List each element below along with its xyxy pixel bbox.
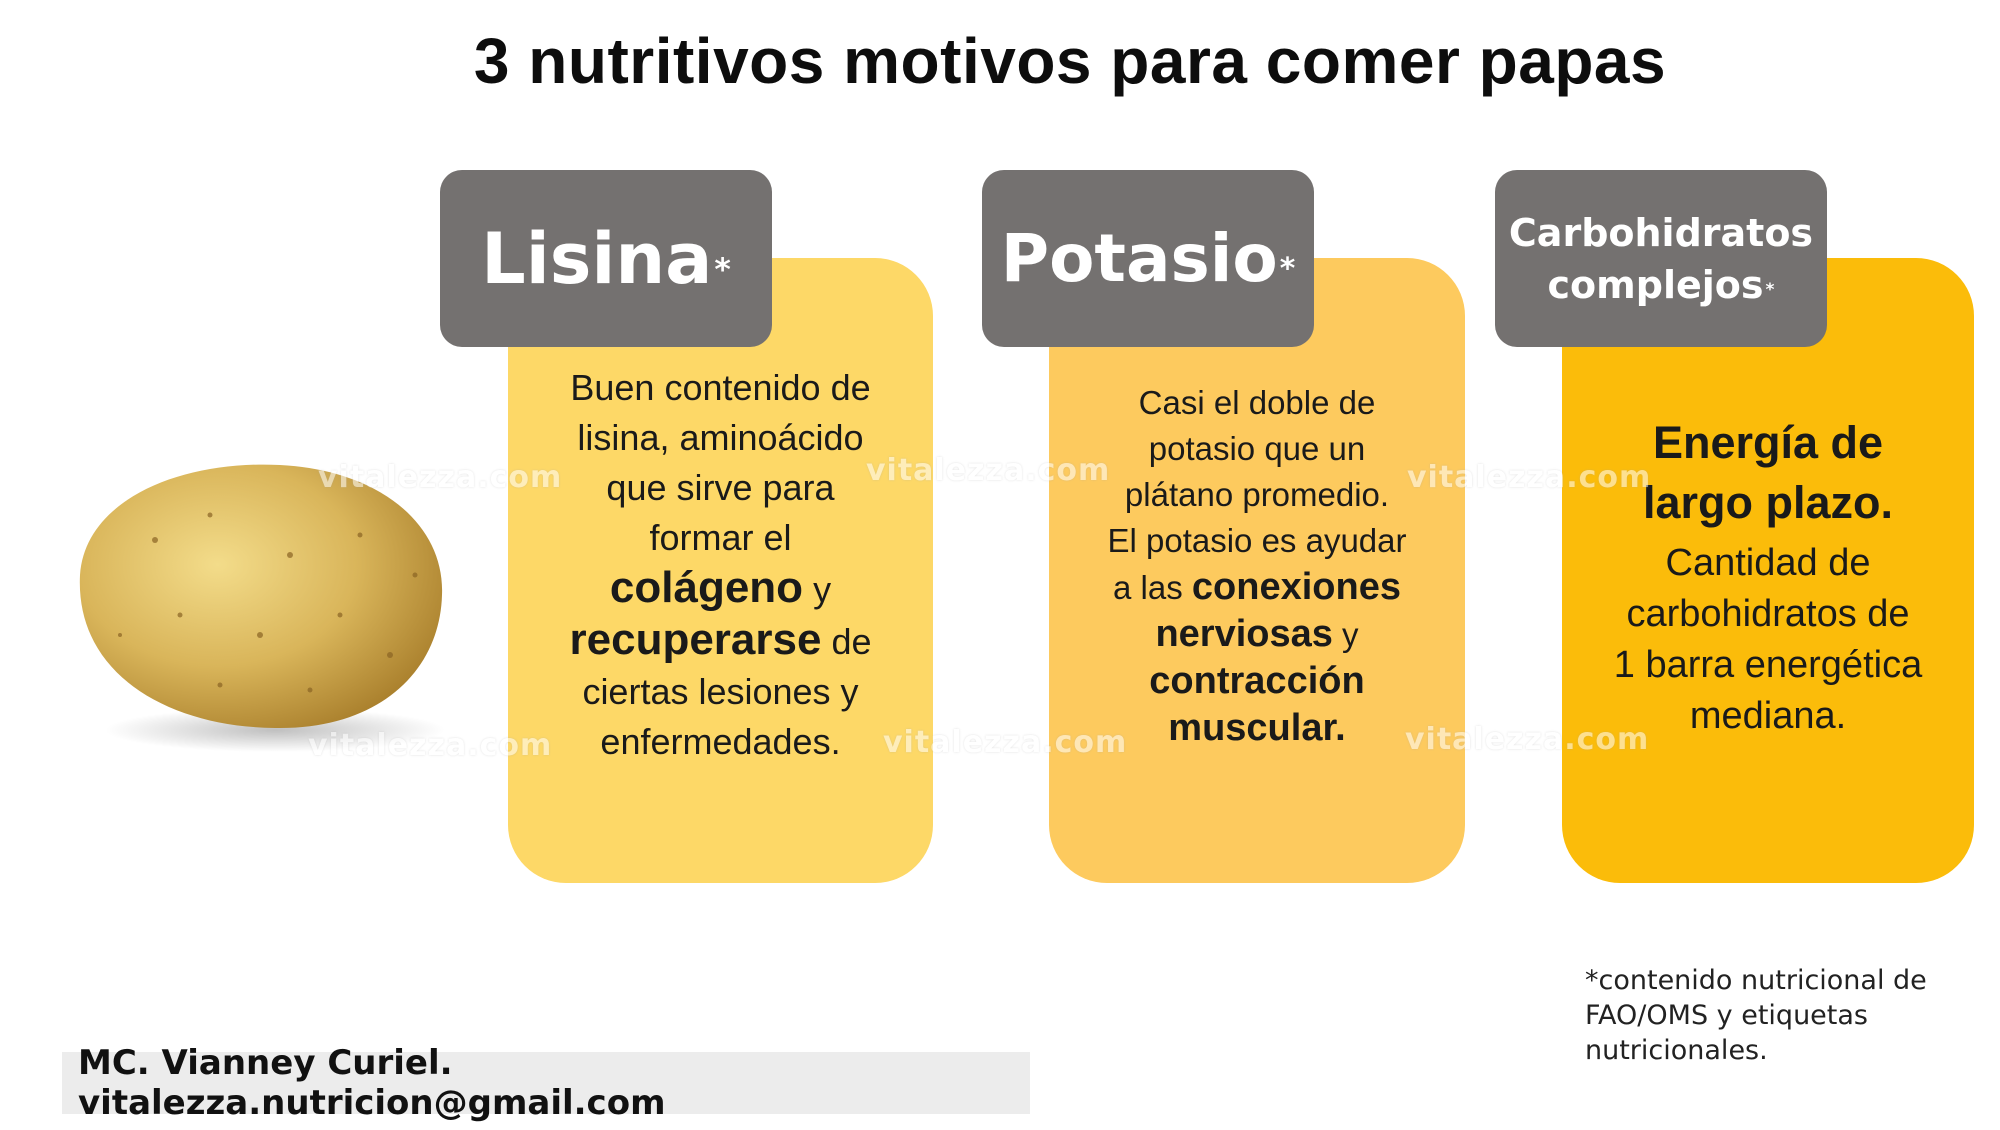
text-run: potasio que un (1148, 430, 1366, 467)
tab-potasio-mark: * (1279, 251, 1296, 287)
text-line: Cantidad de (1562, 538, 1974, 589)
text-line: mediana. (1562, 691, 1974, 742)
potato-image (79, 464, 445, 752)
card-lisina-text: Buen contenido de lisina, aminoácido que s… (508, 363, 933, 767)
text-line: 1 barra energética (1562, 640, 1974, 691)
card-carbohidratos-text: Cantidad de carbohidratos de 1 barra energ… (1562, 538, 1974, 742)
text-line: potasio que un (1049, 426, 1465, 472)
bold-run: nerviosas (1155, 613, 1333, 655)
tab-lisina-mark: * (714, 251, 731, 288)
text-run: 1 barra energética (1613, 644, 1923, 686)
watermark: vitalezza.com (1407, 460, 1652, 495)
text-line: Buen contenido de (508, 363, 933, 413)
card-potasio: Casi el doble de potasio que un plátano pr… (1049, 258, 1465, 883)
text-line: contracción (1049, 658, 1465, 705)
bold-run: muscular. (1168, 707, 1346, 749)
text-line: a las conexiones (1049, 564, 1465, 611)
bold-run: colágeno (609, 563, 804, 612)
text-run: formar el (649, 517, 792, 558)
bold-run: conexiones (1191, 566, 1401, 608)
card-carbohidratos-heading-line2: largo plazo. (1642, 477, 1894, 528)
text-run: que sirve para (606, 467, 835, 508)
card-lisina: Buen contenido de lisina, aminoácido que s… (508, 258, 933, 883)
page-title: 3 nutritivos motivos para comer papas (473, 25, 1667, 97)
tab-carbohidratos-label: complejos (1547, 262, 1764, 307)
text-run: de (821, 621, 872, 662)
text-line: El potasio es ayudar (1049, 518, 1465, 564)
text-run: Cantidad de (1665, 542, 1871, 584)
text-run: lisina, aminoácido (577, 417, 864, 458)
text-run: El potasio es ayudar (1107, 522, 1407, 559)
tab-carbohidratos-line2: complejos* (1548, 259, 1775, 311)
text-line: que sirve para (508, 463, 933, 513)
text-run: plátano promedio. (1124, 476, 1390, 513)
tab-carbohidratos-line1: Carbohidratos (1508, 210, 1814, 255)
text-line: plátano promedio. (1049, 472, 1465, 518)
card-carbohidratos-heading-line1: Energía de (1652, 417, 1884, 468)
text-line: ciertas lesiones y (508, 667, 933, 717)
text-line: muscular. (1049, 705, 1465, 752)
tab-potasio: Potasio* (982, 170, 1314, 347)
tab-potasio-label: Potasio (1000, 220, 1278, 297)
text-line: colágeno y (508, 563, 933, 615)
text-line: enfermedades. (508, 717, 933, 767)
tab-lisina-label: Lisina (481, 217, 713, 300)
watermark: vitalezza.com (883, 725, 1128, 760)
text-line: carbohidratos de (1562, 589, 1974, 640)
text-run: carbohidratos de (1626, 593, 1910, 635)
watermark: vitalezza.com (866, 453, 1111, 488)
watermark: vitalezza.com (318, 460, 563, 495)
footnote: *contenido nutricional de FAO/OMS y etiq… (1585, 965, 1927, 1066)
card-carbohidratos-heading: Energía de largo plazo. (1562, 413, 1974, 533)
watermark: vitalezza.com (308, 728, 553, 763)
bold-run: recuperarse (569, 615, 822, 664)
text-run: ciertas lesiones y (582, 671, 859, 712)
text-run: a las (1113, 569, 1192, 606)
text-line: Casi el doble de (1049, 380, 1465, 426)
text-line: recuperarse de (508, 615, 933, 667)
watermark: vitalezza.com (1405, 722, 1650, 757)
author-credit: MC. Vianney Curiel. vitalezza.nutricion@… (62, 1043, 1030, 1123)
text-line: lisina, aminoácido (508, 413, 933, 463)
text-line: nerviosas y (1049, 611, 1465, 658)
text-run: enfermedades. (600, 721, 841, 762)
tab-lisina: Lisina* (440, 170, 772, 347)
text-run: mediana. (1689, 695, 1847, 737)
card-potasio-text: Casi el doble de potasio que un plátano pr… (1049, 380, 1465, 752)
text-line: formar el (508, 513, 933, 563)
text-run: y (803, 569, 832, 610)
bold-run: contracción (1149, 660, 1365, 702)
text-run: Buen contenido de (570, 367, 871, 408)
text-run: y (1332, 616, 1359, 653)
text-run: Casi el doble de (1138, 384, 1376, 421)
tab-carbohidratos-mark: * (1765, 280, 1775, 301)
tab-carbohidratos: Carbohidratos complejos* (1495, 170, 1827, 347)
card-carbohidratos: Energía de largo plazo. Cantidad de carbo… (1562, 258, 1974, 883)
